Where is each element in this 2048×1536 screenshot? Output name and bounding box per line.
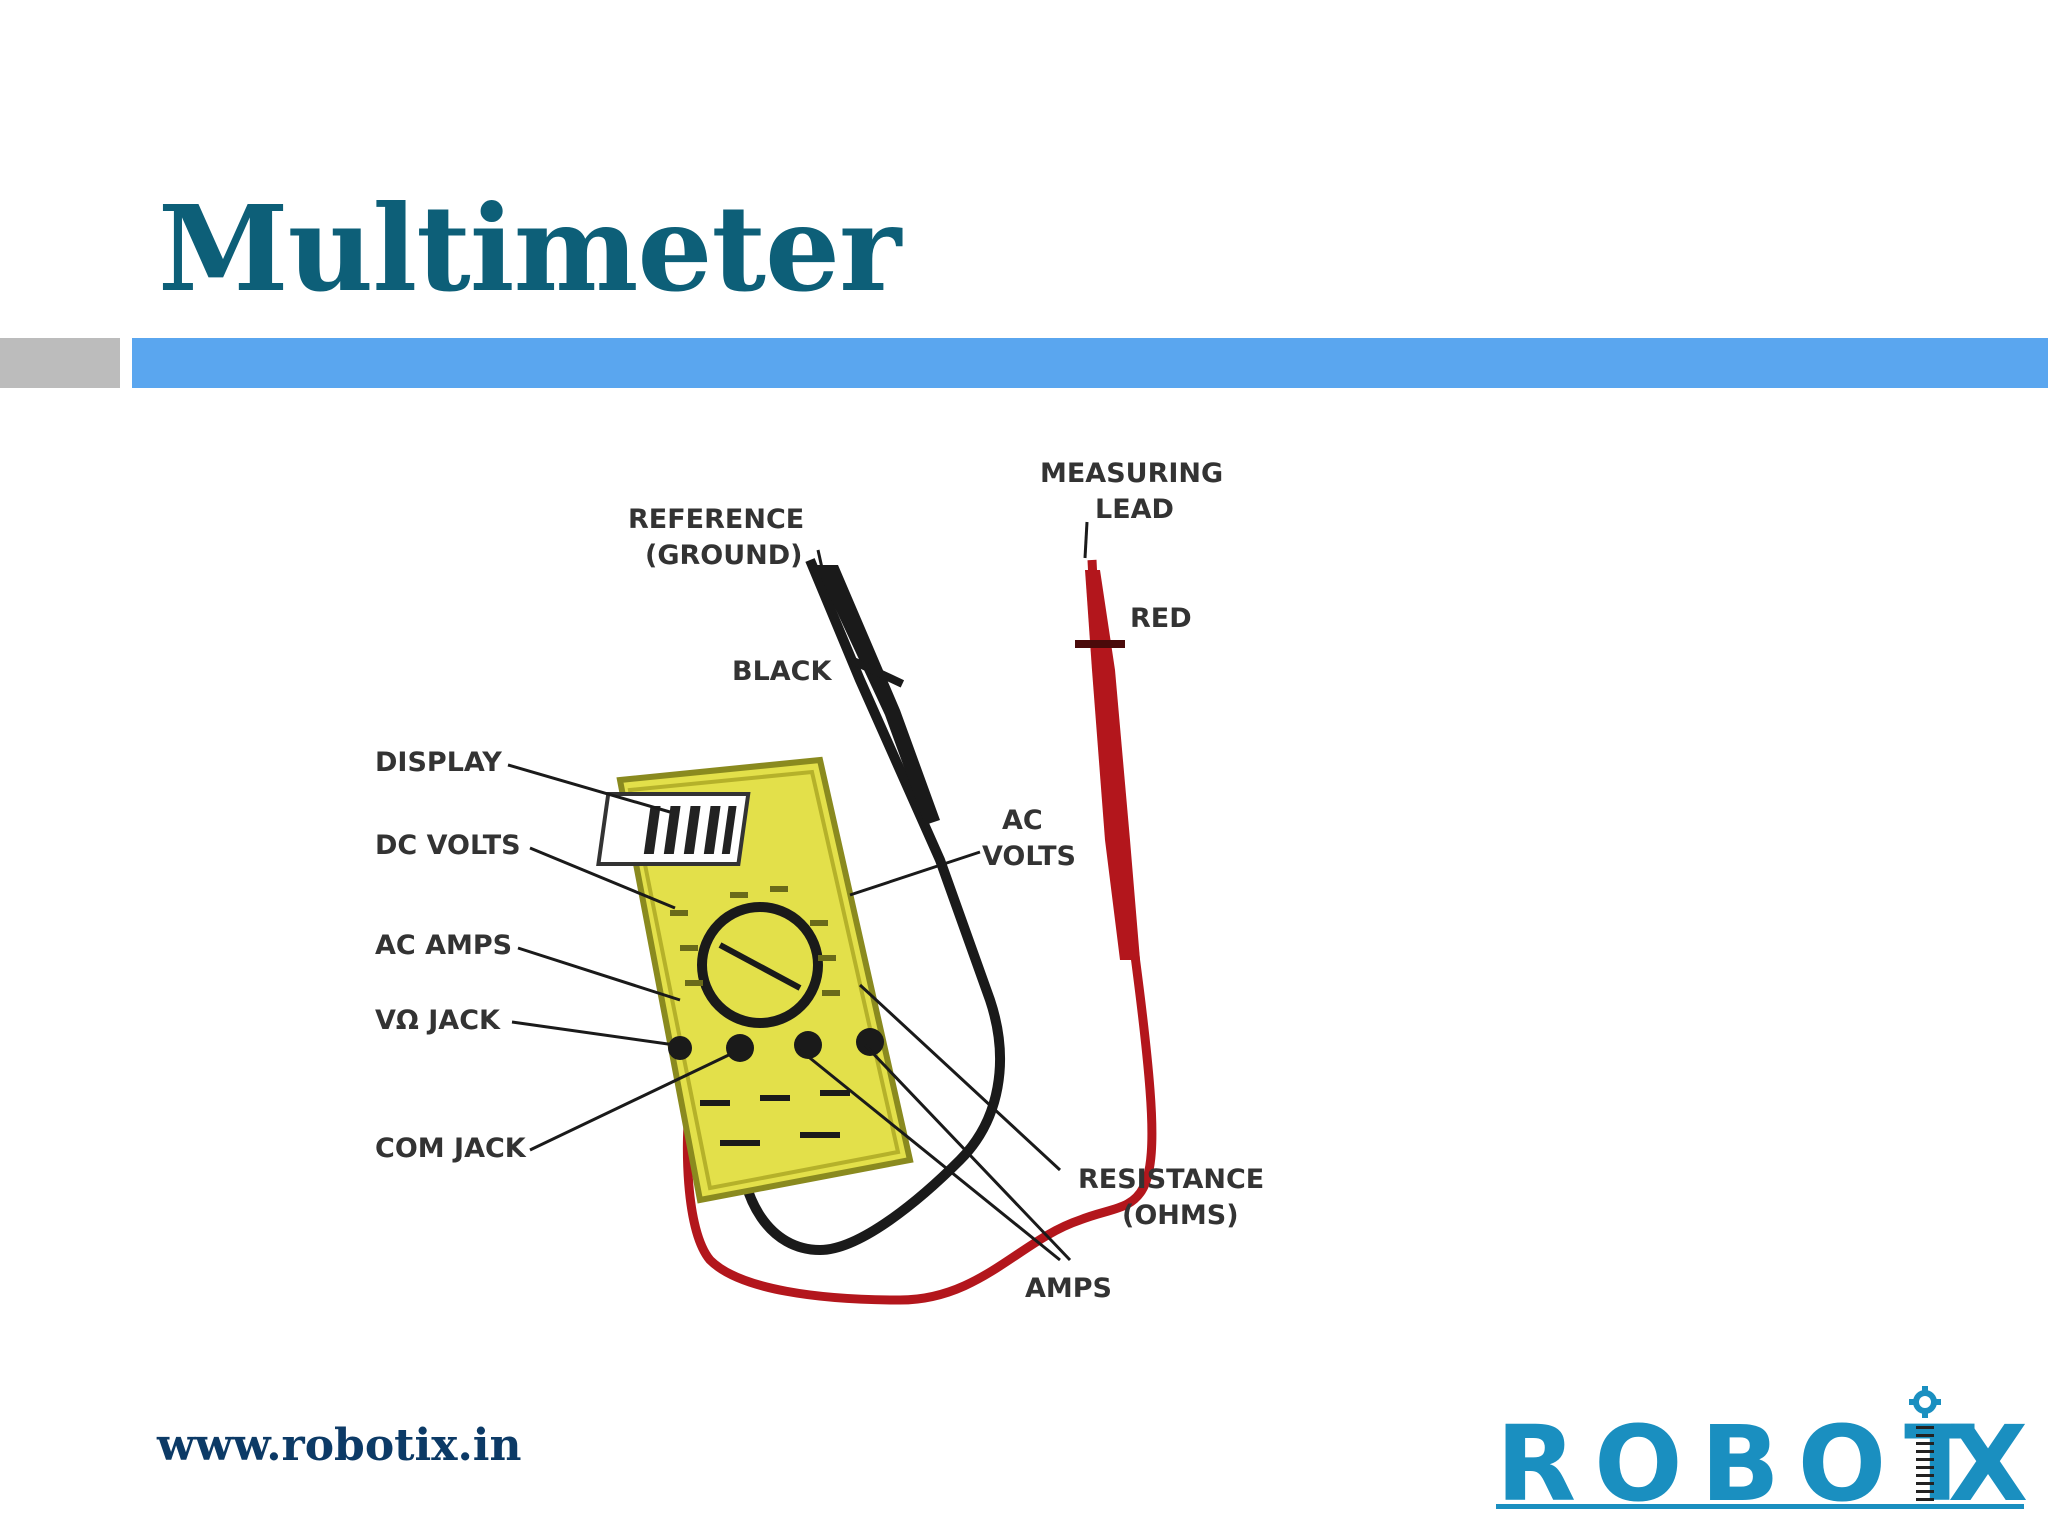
label-dc-volts: DC VOLTS xyxy=(375,830,521,861)
label-resistance-2: (OHMS) xyxy=(1122,1200,1239,1231)
label-black: BLACK xyxy=(732,656,832,687)
label-vo-jack: VΩ JACK xyxy=(375,1005,501,1036)
label-display: DISPLAY xyxy=(375,747,502,778)
label-red: RED xyxy=(1130,603,1192,634)
label-resistance-1: RESISTANCE xyxy=(1078,1164,1264,1195)
label-ac-amps: AC AMPS xyxy=(375,930,512,961)
logo-underline xyxy=(1496,1504,2024,1509)
ruler-icon xyxy=(1916,1426,1934,1501)
label-com-jack: COM JACK xyxy=(375,1133,527,1164)
title-underline-gray xyxy=(0,338,120,388)
label-reference-2: (GROUND) xyxy=(645,540,803,571)
red-probe xyxy=(1085,570,1140,960)
multimeter-illustration: MEASURING LEAD REFERENCE (GROUND) RED BL… xyxy=(375,458,1264,1305)
slide-title: Multimeter xyxy=(158,179,901,318)
label-amps: AMPS xyxy=(1025,1273,1112,1304)
black-probe-guard xyxy=(850,656,905,688)
label-measuring-lead-1: MEASURING xyxy=(1040,458,1223,489)
logo-text-end: X xyxy=(1948,1403,2030,1510)
label-reference-1: REFERENCE xyxy=(628,504,804,535)
multimeter-body xyxy=(596,756,914,1204)
red-probe-guard xyxy=(1075,640,1125,648)
footer-url: www.robotix.in xyxy=(157,1420,522,1471)
robotix-logo: ROBOT X xyxy=(1490,1380,2030,1510)
robotix-logo-graphic: ROBOT X xyxy=(1496,1386,2030,1510)
multimeter-diagram: MEASURING LEAD REFERENCE (GROUND) RED BL… xyxy=(340,440,1340,1340)
label-ac-volts-1: AC xyxy=(1002,805,1043,836)
gear-icon xyxy=(1909,1386,1941,1418)
label-ac-volts-2: VOLTS xyxy=(982,841,1076,872)
logo-text: ROBOT xyxy=(1496,1403,1993,1510)
title-underline-blue xyxy=(132,338,2048,388)
callout-leaders xyxy=(507,521,1089,1262)
black-probe xyxy=(815,565,940,825)
label-measuring-lead-2: LEAD xyxy=(1095,494,1174,525)
